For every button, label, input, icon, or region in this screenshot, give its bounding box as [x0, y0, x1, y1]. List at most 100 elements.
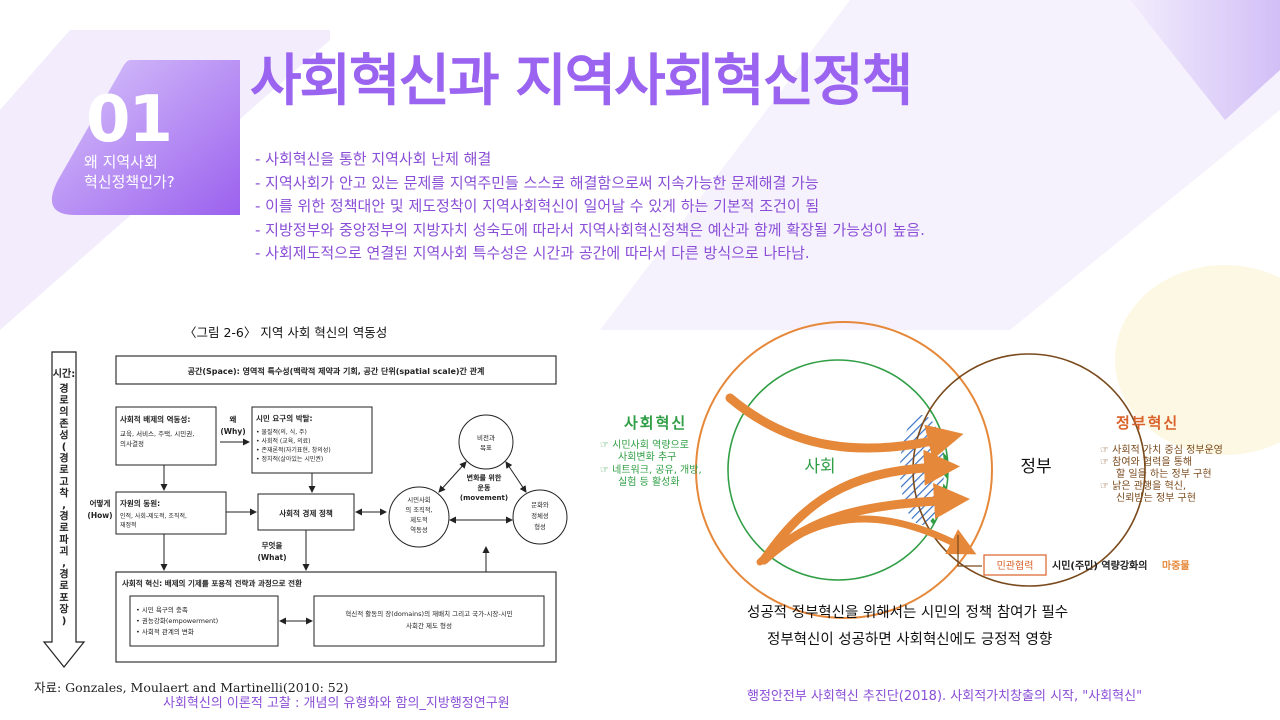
time-axis-char: 경	[59, 452, 68, 465]
figure-title: 〈그림 2-6〉 지역 사회 혁신의 역동성	[184, 325, 388, 340]
how-label: (How)	[87, 511, 112, 520]
badge-note-highlight: 마중물	[1162, 559, 1190, 572]
gov-innovation-item: ☞ 참여와 협력을 통해	[1100, 455, 1192, 468]
social-innovation-heading: 사회혁신	[624, 414, 687, 432]
gov-innovation-item: 할 일을 하는 정부 구현	[1116, 467, 1212, 480]
time-axis-char: 장	[59, 602, 69, 615]
civic-node-text: 제도적	[410, 516, 427, 524]
resources-body: 인적, 사회-제도적, 조직적,	[120, 512, 187, 520]
cycle-arrow	[505, 461, 527, 493]
bullet-item: - 사회혁신을 통한 지역사회 난제 해결	[255, 150, 492, 168]
civic-node-text: 시민사회	[407, 495, 430, 504]
arrow-icon	[725, 393, 964, 460]
vision-node	[458, 414, 514, 470]
resources-title: 자원의 동원:	[120, 498, 160, 508]
time-arrow	[42, 351, 86, 668]
time-axis-char: (	[62, 442, 67, 453]
bullet-item: - 지역사회가 안고 있는 문제를 지역주민들 스스로 해결함으로써 지속가능한…	[255, 173, 819, 192]
social-innovation-item: ☞ 네트워크, 공유, 개방,	[600, 463, 702, 476]
space-box-label: 공간(Space): 영역적 특수성(맥락적 제약과 기회, 공간 단위(spa…	[188, 366, 485, 376]
government-label: 정부	[1020, 457, 1051, 477]
page-title: 사회혁신과 지역사회혁신정책	[250, 49, 913, 114]
bullet-item: - 지방정부와 중앙정부의 지방자치 성숙도에 따라서 지역사회혁신정책은 예산…	[255, 220, 925, 239]
vision-node-text: 목표	[480, 444, 492, 452]
culture-node-text: 형성	[534, 522, 546, 531]
needs-item: • 사회적 (교육, 의료)	[256, 437, 311, 445]
section-subtitle: 왜 지역사회 혁신정책인가?	[84, 152, 244, 192]
social-innovation-item: 사회변화 추구	[618, 451, 676, 463]
time-axis-char: 로	[59, 522, 68, 534]
public-private-badge	[983, 554, 1047, 576]
time-axis-char: 의	[59, 405, 68, 418]
innovation-list-item: • 권능강화(empowerment)	[136, 616, 218, 625]
time-axis-char: 로	[59, 464, 68, 476]
culture-node-text: 정체성	[531, 511, 549, 520]
figure-source: 자료: Gonzales, Moulaert and Martinelli(20…	[34, 680, 349, 695]
time-axis-char: 로	[59, 395, 68, 407]
bullet-item: - 이를 위한 정책대안 및 제도정착이 지역사회혁신이 일어날 수 있게 하는…	[255, 197, 820, 215]
venn-note: 성공적 정부혁신을 위해서는 시민의 정책 참여가 필수	[747, 605, 1069, 621]
why-label: 왜	[230, 414, 237, 424]
time-axis-char: 고	[59, 476, 68, 488]
civic-node-text: 의 조직적,	[405, 505, 432, 514]
time-axis-char: 경	[59, 510, 68, 523]
time-axis-char: 괴	[59, 544, 68, 557]
what-label: 무엇을	[262, 540, 283, 550]
social-innovation-item: ☞ 시민사회 역량으로	[600, 439, 689, 451]
innovation-list-box	[129, 595, 279, 647]
how-label: 어떻게	[90, 498, 111, 508]
time-axis-char: 존	[59, 418, 68, 430]
venn-note: 정부혁신이 성공하면 사회혁신에도 긍정적 영향	[767, 632, 1053, 648]
culture-node	[512, 489, 568, 545]
gov-innovation-item: ☞ 낡은 관행을 혁신,	[1100, 480, 1186, 492]
cycle-arrow	[438, 461, 467, 493]
needs-item: • 존재론적(자기표현, 창의성)	[256, 446, 331, 454]
section-subtitle-line: 왜 지역사회	[84, 153, 158, 171]
needs-title: 시민 요구의 박탈:	[256, 413, 313, 423]
time-axis-char: )	[62, 616, 67, 627]
time-axis-char: 로	[59, 580, 68, 592]
exclusion-body: 교육, 서비스, 주택, 시민권,	[120, 429, 194, 438]
badge-connector	[957, 535, 982, 567]
venn-diagram: 사회 정부 사회혁신 ☞ 시민사회 역량으로 사회변화 추구 ☞ 네트워크, 공…	[592, 320, 1280, 650]
innovation-list-item: • 사회적 관계의 변화	[136, 627, 194, 636]
right-caption: 행정안전부 사회혁신 추진단(2018). 사회적가치창출의 시작, "사회혁신…	[747, 689, 1143, 704]
movement-label: 변화를 위한	[467, 473, 502, 482]
needs-item: • 정치적(살아있는 시민권)	[256, 455, 323, 463]
time-axis-char: 포	[59, 592, 68, 604]
venn-svg: 사회 정부 사회혁신 ☞ 시민사회 역량으로 사회변화 추구 ☞ 네트워크, 공…	[600, 321, 1223, 619]
why-label: (Why)	[220, 427, 245, 436]
time-axis-char: 경	[59, 382, 68, 395]
time-axis-char: 성	[59, 428, 68, 441]
resources-box	[115, 491, 227, 535]
needs-item: • 물질적(의, 식, 주)	[256, 428, 307, 436]
time-axis-char: 파	[59, 533, 69, 546]
arrow-icon	[759, 449, 960, 565]
needs-box	[251, 406, 373, 474]
space-box	[115, 355, 557, 385]
gov-innovation-item: 신뢰받는 정부 구현	[1116, 492, 1196, 504]
gov-innovation-heading: 정부혁신	[1116, 414, 1179, 432]
policy-box	[257, 493, 355, 531]
time-axis-char: ,	[62, 500, 66, 511]
policy-label: 사회적 경제 정책	[279, 508, 333, 518]
resources-body: 재정적	[120, 521, 137, 529]
innovation-right-text: 혁신적 활동의 장(domains)의 재배치 그리고 국가-시장-시민	[345, 609, 512, 618]
innovation-list-item: • 시민 욕구의 충족	[136, 605, 188, 614]
civic-node-text: 역동성	[410, 525, 428, 534]
social-innovation-item: 실험 등 활성화	[618, 475, 680, 488]
left-caption: 사회혁신의 이론적 고찰 : 개념의 유형화와 함의_지방행정연구원	[163, 696, 510, 711]
vision-node-text: 비전과	[477, 433, 495, 442]
arrow-icon	[756, 515, 977, 566]
society-label: 사회	[804, 457, 835, 477]
time-axis-char: 경	[59, 568, 68, 581]
movement-label: (movement)	[460, 494, 508, 502]
exclusion-box	[115, 406, 217, 466]
section-subtitle-line: 혁신정책인가?	[84, 173, 175, 191]
badge-label: 민관협력	[997, 559, 1034, 572]
time-axis-char: 시간:	[53, 367, 75, 380]
gov-innovation-item: ☞ 사회적 가치 중심 정부운영	[1100, 444, 1223, 456]
time-axis-char: ,	[62, 558, 66, 569]
